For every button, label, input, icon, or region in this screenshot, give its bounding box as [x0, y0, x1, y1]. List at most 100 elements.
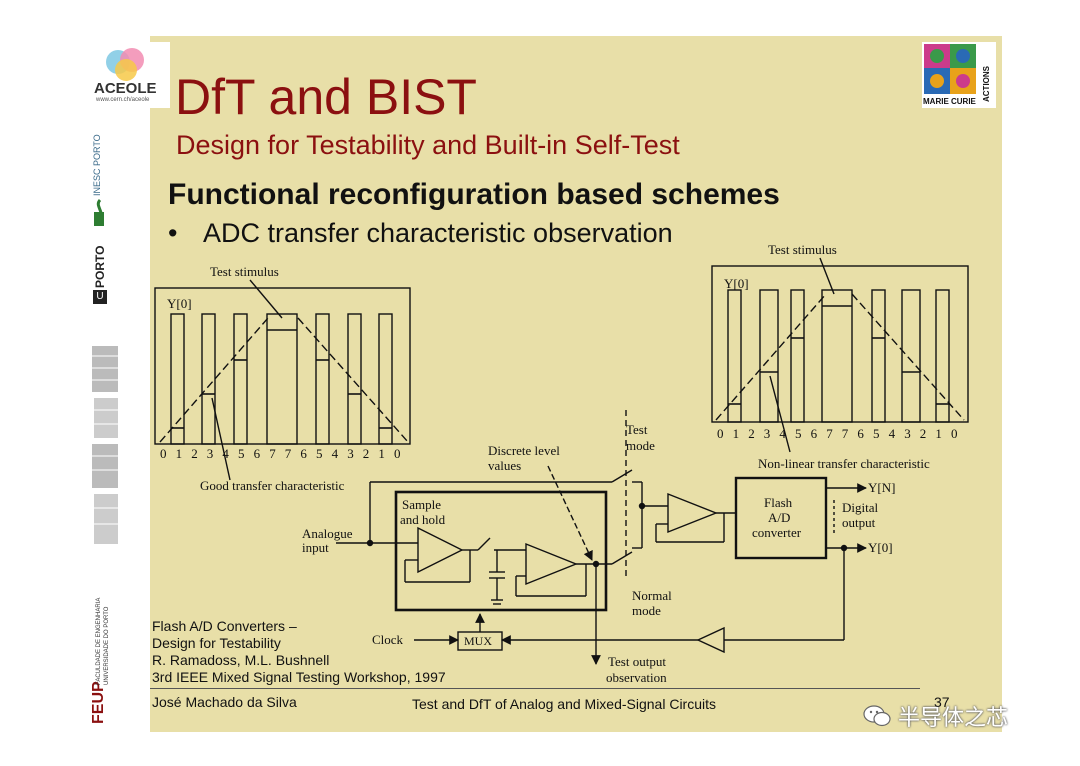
marie-curie-text: MARIE CURIE	[923, 97, 976, 106]
right-caption: Non-linear transfer characteristic	[758, 456, 930, 471]
slide-background	[78, 36, 1002, 732]
reference-line-1: Flash A/D Converters –	[152, 618, 297, 634]
y0-output-label: Y[0]	[868, 540, 893, 555]
right-axis-digit: 7	[842, 426, 849, 441]
footer-course: Test and DfT of Analog and Mixed-Signal …	[412, 696, 717, 712]
right-axis-digit: 6	[811, 426, 818, 441]
left-axis-digit: 6	[300, 446, 307, 461]
test-mode-label-1: Test	[626, 422, 648, 437]
left-caption-pointer	[211, 397, 231, 481]
sample-hold-box	[394, 490, 608, 612]
left-axis-digit: 3	[347, 446, 354, 461]
left-axis-digit: 7	[269, 446, 276, 461]
bullet-item: • ADC transfer characteristic observatio…	[168, 218, 673, 249]
analogue-label-1: Analogue	[302, 526, 353, 541]
right-axis-digit: 3	[764, 426, 771, 441]
flash-adc-box	[734, 476, 828, 560]
aceole-name: ACEOLE	[94, 80, 157, 97]
slide-subtitle: Design for Testability and Built-in Self…	[176, 130, 680, 160]
right-axis-digit: 2	[920, 426, 927, 441]
right-caption-pointer	[769, 375, 791, 453]
clock-label: Clock	[372, 632, 404, 647]
normal-mode-label-2: mode	[632, 603, 661, 618]
bullet-text: ADC transfer characteristic observation	[202, 218, 673, 248]
digital-label-1: Digital	[842, 500, 878, 515]
right-chart-bars	[727, 289, 950, 423]
opamp-2	[525, 542, 578, 586]
right-y0-label: Y[0]	[724, 276, 749, 291]
right-stimulus-label: Test stimulus	[768, 242, 837, 257]
left-axis-digit: 3	[207, 446, 214, 461]
left-axis-digit: 2	[363, 446, 370, 461]
right-steps	[728, 305, 949, 405]
right-axis-digit: 5	[873, 426, 880, 441]
buffer-triangle	[696, 626, 725, 654]
watermark: 半导体之芯	[862, 702, 1008, 730]
test-output-label-2: observation	[606, 670, 667, 685]
sample-label-2: and hold	[400, 512, 446, 527]
flash-label-1: Flash	[764, 495, 793, 510]
reference-block: Flash A/D Converters – Design for Testab…	[152, 618, 446, 686]
right-axis-digit: 0	[717, 426, 724, 441]
test-output-label-1: Test output	[608, 654, 666, 669]
uporto-mark: U	[93, 290, 107, 304]
left-axis-digit: 4	[332, 446, 339, 461]
marie-curie-logo: MARIE CURIE ACTIONS	[922, 42, 996, 108]
left-axis-digit: 1	[378, 446, 385, 461]
analogue-label-2: input	[302, 540, 329, 555]
yn-label: Y[N]	[868, 480, 895, 495]
left-axis-digit: 5	[238, 446, 245, 461]
flash-label-2: A/D	[768, 510, 790, 525]
section-heading: Functional reconfiguration based schemes	[168, 178, 780, 211]
aceole-url: www.cern.ch/aceole	[96, 97, 150, 103]
right-axis-digit: 1	[935, 426, 942, 441]
reference-line-2: Design for Testability	[152, 635, 281, 651]
slide-title: DfT and BIST	[175, 69, 477, 125]
right-axis-digit: 4	[779, 426, 786, 441]
bullet-marker: •	[168, 218, 178, 248]
left-y0-label: Y[0]	[167, 296, 192, 311]
digital-label-2: output	[842, 515, 876, 530]
left-axis-digit: 5	[316, 446, 323, 461]
right-axis-digit: 0	[951, 426, 958, 441]
opamp-3	[667, 492, 718, 534]
reference-line-4: 3rd IEEE Mixed Signal Testing Workshop, …	[152, 669, 446, 685]
left-transfer-dashed	[159, 317, 409, 443]
left-chart-frame	[154, 287, 411, 445]
left-axis-digit: 4	[222, 446, 229, 461]
right-axis-digit: 2	[748, 426, 755, 441]
footer-author: José Machado da Silva	[152, 694, 297, 710]
left-steps	[171, 329, 392, 429]
watermark-text: 半导体之芯	[898, 705, 1009, 730]
normal-mode-label-1: Normal	[632, 588, 672, 603]
right-transfer-dashed	[715, 293, 965, 421]
discrete-label-2: values	[488, 458, 521, 473]
right-axis-digit: 1	[733, 426, 740, 441]
wechat-icon	[863, 705, 891, 727]
flash-label-3: converter	[752, 525, 802, 540]
feup-building-icon	[92, 346, 118, 544]
discrete-label-1: Discrete level	[488, 443, 560, 458]
sample-label-1: Sample	[402, 497, 441, 512]
left-axis-digit: 6	[254, 446, 261, 461]
right-axis-digit: 4	[889, 426, 896, 441]
left-axis-digit: 0	[394, 446, 401, 461]
aceole-logo: ACEOLE www.cern.ch/aceole	[82, 42, 170, 108]
inesc-bar-mark	[94, 212, 104, 226]
right-axis-digit: 6	[857, 426, 864, 441]
left-axis-digit: 1	[176, 446, 183, 461]
left-axis-digit: 2	[191, 446, 198, 461]
left-stimulus-pointer	[249, 279, 283, 319]
right-axis-digit: 3	[904, 426, 911, 441]
aceole-circles-icon	[106, 48, 144, 81]
left-chart-bars	[170, 313, 393, 445]
opamp-1	[417, 526, 464, 574]
reference-line-3: R. Ramadoss, M.L. Bushnell	[152, 652, 330, 668]
left-stimulus-label: Test stimulus	[210, 264, 279, 279]
left-axis-digit: 0	[160, 446, 167, 461]
test-mode-label-2: mode	[626, 438, 655, 453]
page-number: 37	[934, 694, 950, 710]
